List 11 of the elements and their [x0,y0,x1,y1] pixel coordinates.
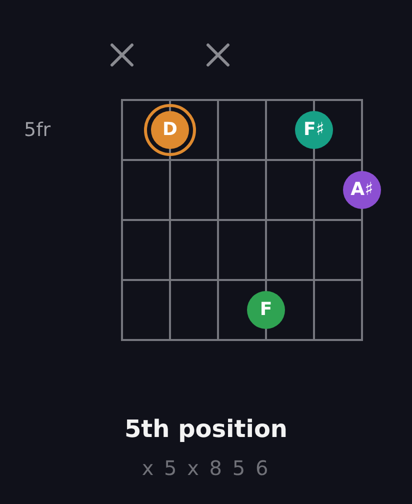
note-name: A♯ [350,181,374,199]
fingering-caption: x 5 x 8 5 6 [142,455,270,481]
root-note-dot [144,104,196,156]
note-dot [295,111,333,149]
note-dot [247,291,285,329]
chord-title: 5th position [124,414,288,445]
note-name: F♯ [303,121,324,139]
note-name: D [162,121,178,139]
note-name: F [260,301,272,319]
note-dot [343,171,381,209]
fret-number: 5fr [24,118,51,143]
